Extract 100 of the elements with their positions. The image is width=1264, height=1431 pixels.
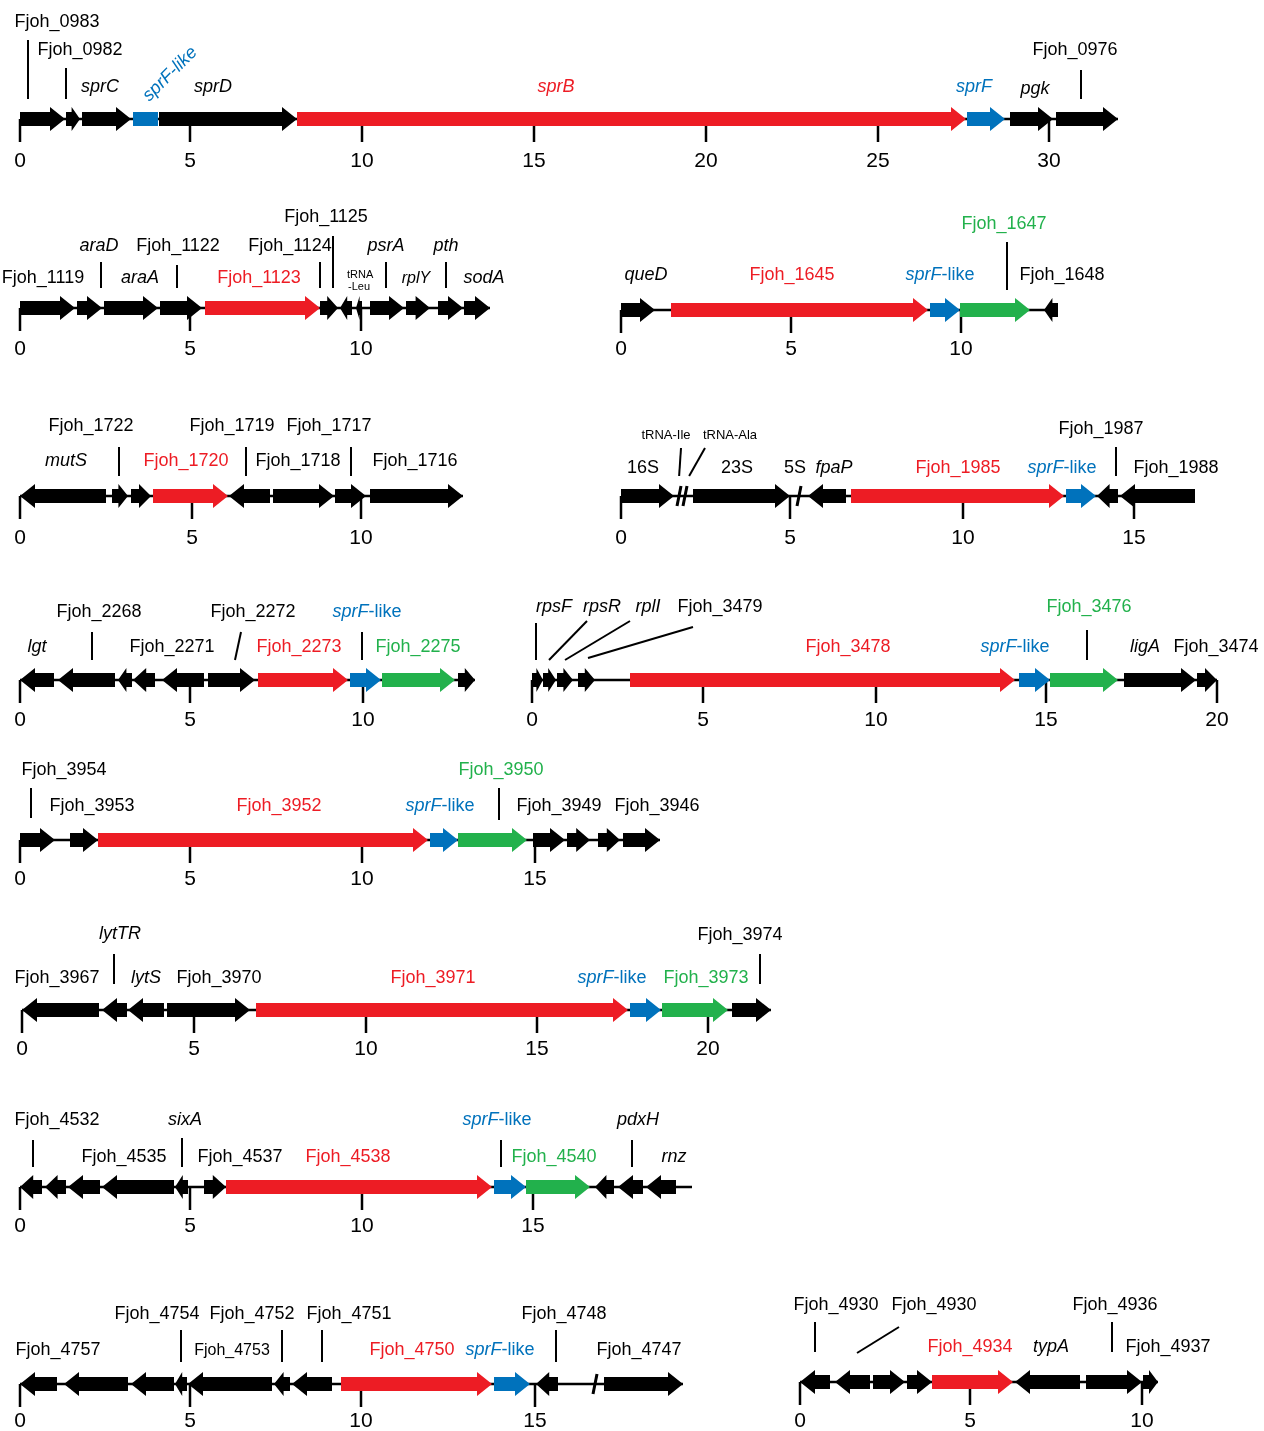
gene-label: Fjoh_4934 <box>927 1337 1013 1357</box>
tick-label: 10 <box>864 707 888 731</box>
tick-label: 10 <box>351 707 375 731</box>
tick-label: 10 <box>1130 1408 1154 1431</box>
gene-label: Fjoh_2271 <box>129 637 215 657</box>
gene-label: lytS <box>131 968 161 988</box>
tick-label: 0 <box>526 707 538 731</box>
gene-label: rpsR <box>583 597 621 617</box>
gene-label: Fjoh_1719 <box>189 416 275 436</box>
leader-line <box>759 953 761 985</box>
tick-label: 0 <box>14 866 26 890</box>
gene-label: Fjoh_1722 <box>48 416 134 436</box>
tick-label: 0 <box>14 148 26 172</box>
gene-label: Fjoh_3970 <box>176 968 262 988</box>
gene-label: Fjoh_4930 <box>793 1295 879 1315</box>
leader-line <box>678 447 682 477</box>
leader-line <box>688 447 706 477</box>
leader-line <box>245 446 247 477</box>
gene-label: Fjoh_4753 <box>194 1341 270 1359</box>
gene-label: Fjoh_4535 <box>81 1147 167 1167</box>
gene-label: fpaP <box>815 458 853 478</box>
gene-label: Fjoh_3967 <box>14 968 100 988</box>
leader-line <box>321 1329 323 1363</box>
tick-label: 10 <box>350 148 374 172</box>
gene-label: Fjoh_1988 <box>1133 458 1219 478</box>
tick-label: 15 <box>523 1408 547 1431</box>
leader-line <box>856 1326 900 1354</box>
gene-label: Fjoh_0983 <box>14 12 100 32</box>
gene-label: Fjoh_4540 <box>511 1147 597 1167</box>
tick-label: 10 <box>951 525 975 549</box>
tick-label: 25 <box>866 148 890 172</box>
gene-label: Fjoh_4752 <box>209 1304 295 1324</box>
gene-label: Fjoh_3474 <box>1173 637 1259 657</box>
tick-label: 5 <box>184 866 196 890</box>
tick-label: 10 <box>350 1213 374 1237</box>
tick-label: 5 <box>184 336 196 360</box>
leader-line <box>176 264 178 289</box>
gene-label: sprC <box>81 77 119 97</box>
leader-line <box>281 1329 283 1363</box>
tick-label: 15 <box>521 1213 545 1237</box>
gene-label: Fjoh_4751 <box>306 1304 392 1324</box>
gene-label: Fjoh_4754 <box>114 1304 200 1324</box>
gene-label: Fjoh_4757 <box>15 1340 101 1360</box>
leader-line <box>535 622 537 661</box>
tick-label: 20 <box>696 1036 720 1060</box>
leader-line <box>1006 241 1008 291</box>
gene-label: Fjoh_1648 <box>1019 265 1105 285</box>
gene-label: Fjoh_2275 <box>375 637 461 657</box>
leader-line <box>445 261 447 289</box>
leader-line <box>587 626 694 659</box>
leader-line <box>32 1139 34 1168</box>
tick-label: 0 <box>794 1408 806 1431</box>
gene-label: tRNA-Ile <box>641 427 691 443</box>
gene-label: Fjoh_4537 <box>197 1147 283 1167</box>
gene-label: Fjoh_0982 <box>37 40 123 60</box>
gene-label: 5S <box>784 458 806 478</box>
leader-line <box>332 235 334 289</box>
leader-line <box>814 1321 816 1353</box>
gene-label: sprF-like <box>465 1340 535 1360</box>
tick-label: 10 <box>949 336 973 360</box>
gene-label: Fjoh_2268 <box>56 602 142 622</box>
gene-label: ligA <box>1130 637 1160 657</box>
gene-label: rplY <box>401 269 431 287</box>
tick-label: 5 <box>184 148 196 172</box>
gene-label: sprB <box>537 77 575 97</box>
tick-label: 0 <box>14 707 26 731</box>
gene-label: sprF-like <box>1027 458 1097 478</box>
tick-label: 5 <box>785 336 797 360</box>
gene-label: 23S <box>721 458 753 478</box>
gene-label: Fjoh_4538 <box>305 1147 391 1167</box>
leader-line <box>1080 69 1082 100</box>
leader-line <box>500 1139 502 1168</box>
tick-label: 10 <box>349 1408 373 1431</box>
leader-line <box>65 67 67 100</box>
gene-label: Fjoh_4750 <box>369 1340 455 1360</box>
gene-label: tRNA -Leu <box>347 267 371 293</box>
gene-label: Fjoh_1119 <box>1 268 85 288</box>
leader-line <box>30 787 32 819</box>
gene-label: Fjoh_1123 <box>217 268 301 288</box>
leader-line <box>100 261 102 289</box>
leader-line <box>555 1329 557 1363</box>
tick-label: 15 <box>525 1036 549 1060</box>
gene-label: sprF-like <box>405 796 475 816</box>
tick-label: 5 <box>188 1036 200 1060</box>
tick-label: 5 <box>184 1408 196 1431</box>
tick-label: 5 <box>964 1408 976 1431</box>
gene-label: Fjoh_3971 <box>390 968 476 988</box>
gene-label: tRNA-Ala <box>702 427 758 443</box>
gene-label: Fjoh_3952 <box>236 796 322 816</box>
gene-label: Fjoh_4936 <box>1072 1295 1158 1315</box>
gene-label: pdxH <box>617 1110 659 1130</box>
tick-label: 10 <box>349 525 373 549</box>
gene-label: araA <box>121 268 159 288</box>
gene-label: Fjoh_3949 <box>516 796 602 816</box>
gene-label: lytTR <box>99 924 141 944</box>
gene-label: Fjoh_0976 <box>1032 40 1118 60</box>
gene-label: Fjoh_4747 <box>596 1340 682 1360</box>
tick-label: 5 <box>184 1213 196 1237</box>
gene-label: 16S <box>627 458 659 478</box>
gene-label: Fjoh_3950 <box>458 760 544 780</box>
